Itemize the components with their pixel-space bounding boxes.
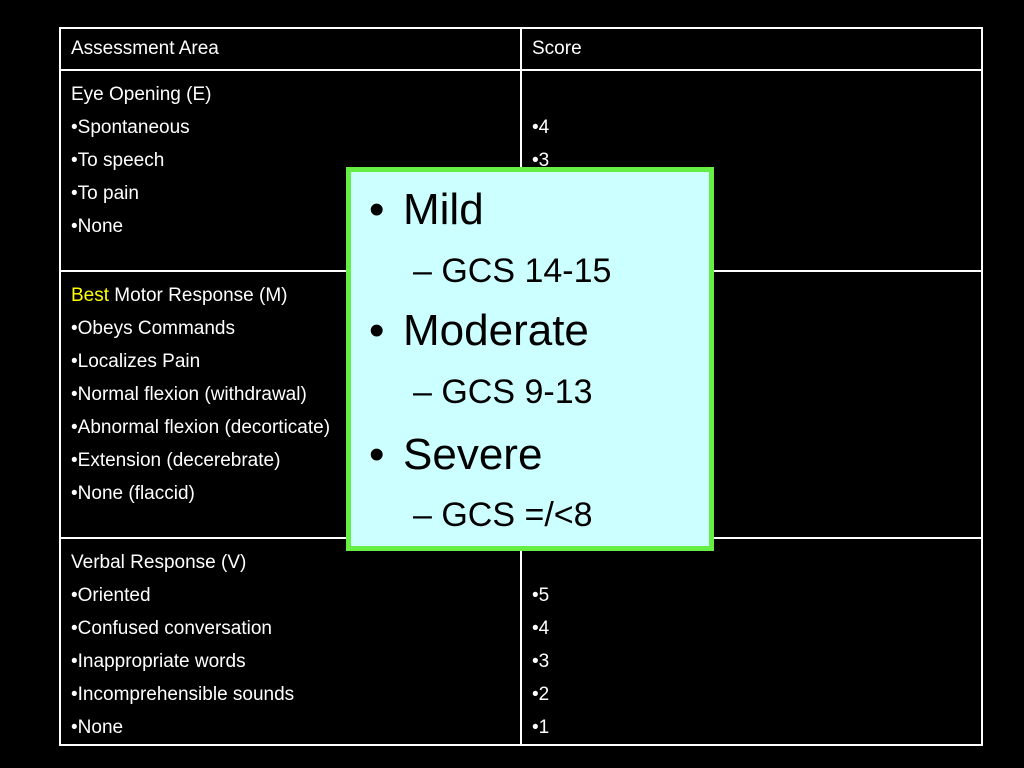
severity-label: Mild bbox=[403, 185, 484, 234]
header-area-cell: Assessment Area bbox=[59, 27, 522, 71]
score-item: •1 bbox=[532, 717, 550, 738]
bullet-icon: • bbox=[369, 306, 385, 355]
score-item: •4 bbox=[532, 618, 550, 639]
header-score-cell: Score bbox=[520, 27, 983, 71]
bullet-icon: • bbox=[369, 430, 385, 479]
severity-range-severe: – GCS =/<8 bbox=[413, 496, 593, 534]
list-item: •Localizes Pain bbox=[71, 351, 201, 372]
motor-title: Best Motor Response (M) bbox=[71, 279, 520, 312]
header-score-label: Score bbox=[532, 38, 582, 59]
list-item: •Incomprehensible sounds bbox=[71, 684, 295, 705]
list-item: •None bbox=[71, 717, 124, 738]
verbal-score-cell: •5 •4 •3 •2 •1 bbox=[520, 537, 983, 746]
list-item: •To pain bbox=[71, 183, 139, 204]
list-item: •Oriented bbox=[71, 585, 151, 606]
motor-title-rest: Motor Response (M) bbox=[109, 285, 288, 306]
list-item: •Abnormal flexion (decorticate) bbox=[71, 417, 331, 438]
severity-level-moderate: • Moderate bbox=[369, 305, 589, 357]
header-area-label: Assessment Area bbox=[71, 38, 219, 59]
severity-label: Severe bbox=[403, 430, 543, 479]
severity-overlay-box: • Mild – GCS 14-15 • Moderate – GCS 9-13 •… bbox=[346, 167, 714, 551]
list-item: •None bbox=[71, 216, 124, 237]
severity-label: Moderate bbox=[403, 306, 589, 355]
motor-title-highlight: Best bbox=[71, 285, 110, 306]
severity-range-mild: – GCS 14-15 bbox=[413, 252, 612, 290]
table-row-verbal: Verbal Response (V) •Oriented •Confused … bbox=[59, 537, 983, 746]
score-item: •5 bbox=[532, 585, 550, 606]
eye-title: Eye Opening (E) bbox=[71, 84, 212, 105]
list-item: •Extension (decerebrate) bbox=[71, 450, 281, 471]
list-item: •Normal flexion (withdrawal) bbox=[71, 384, 307, 405]
severity-range-moderate: – GCS 9-13 bbox=[413, 373, 593, 411]
list-item: •None (flaccid) bbox=[71, 483, 195, 504]
score-item: •3 bbox=[532, 651, 550, 672]
score-item: •4 bbox=[532, 117, 550, 138]
table-header-row: Assessment Area Score bbox=[59, 27, 983, 71]
list-item: •To speech bbox=[71, 150, 165, 171]
list-item: •Inappropriate words bbox=[71, 651, 246, 672]
severity-level-severe: • Severe bbox=[369, 429, 542, 481]
bullet-icon: • bbox=[369, 185, 385, 234]
verbal-area-cell: Verbal Response (V) •Oriented •Confused … bbox=[59, 537, 522, 746]
list-item: •Obeys Commands bbox=[71, 318, 235, 339]
score-item: •2 bbox=[532, 684, 550, 705]
list-item: •Spontaneous bbox=[71, 117, 190, 138]
list-item: •Confused conversation bbox=[71, 618, 272, 639]
verbal-title: Verbal Response (V) bbox=[71, 552, 247, 573]
severity-level-mild: • Mild bbox=[369, 184, 484, 236]
score-item: •3 bbox=[532, 150, 550, 171]
